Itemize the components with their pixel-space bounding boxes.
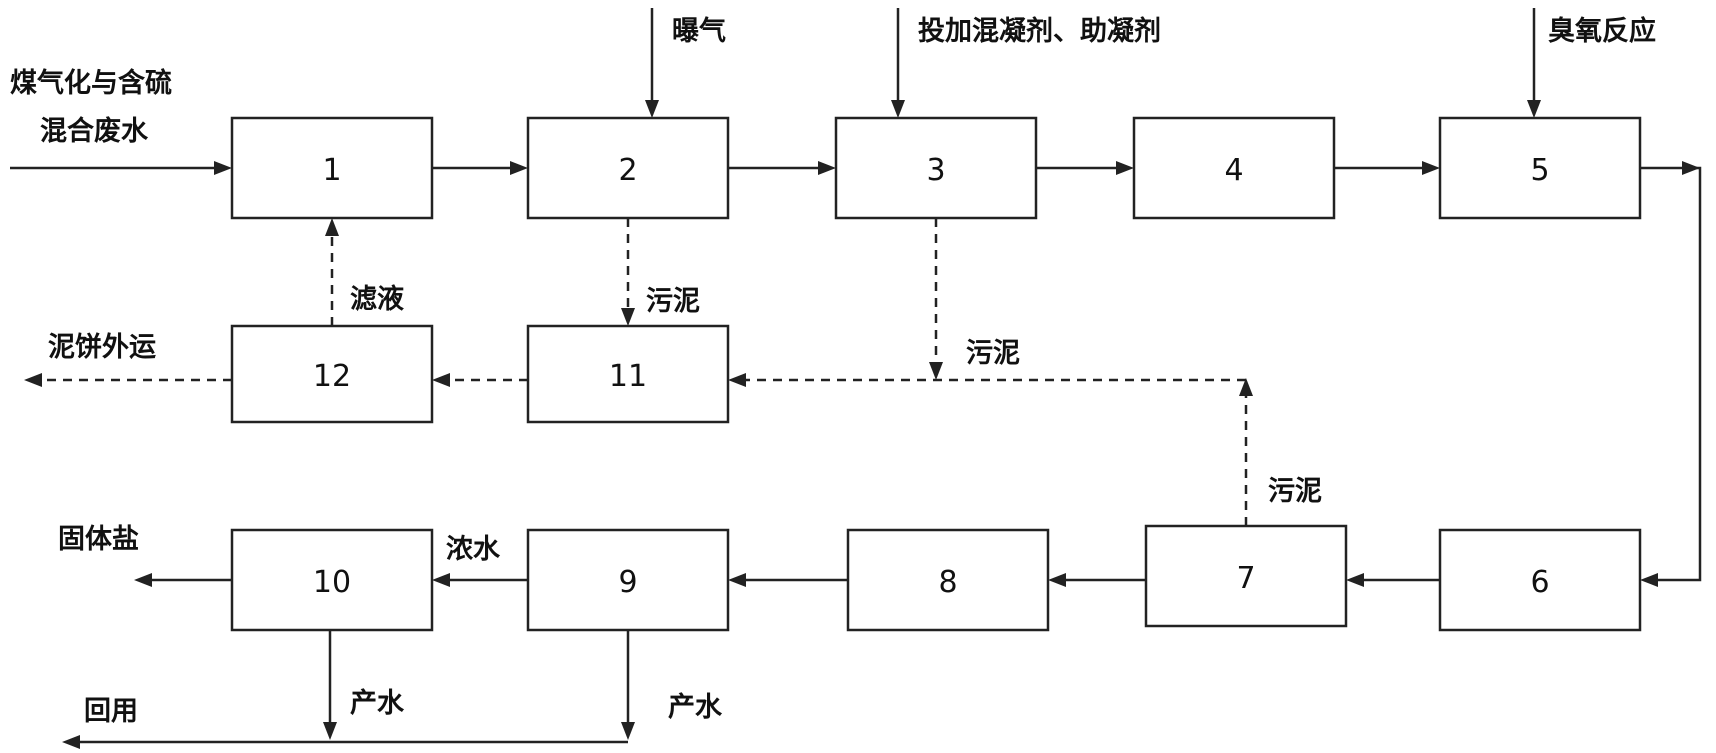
box-2: 2 [526,116,730,220]
box-12-label: 12 [313,359,351,394]
arrow-inlet-to-1 [10,161,232,175]
box-11-label: 11 [609,359,647,394]
solid-salt-label: 固体盐 [58,524,139,555]
box-8: 8 [846,528,1050,632]
inlet-label-line2: 混合废水 [40,115,149,147]
arrow-1-to-2 [432,161,528,175]
arrow-reuse [62,735,628,749]
reuse-label: 回用 [84,696,138,727]
arrow-5-to-6 [1640,161,1702,587]
arrow-aeration-to-2 [645,8,659,118]
aeration-label: 曝气 [672,16,726,47]
box-1: 1 [230,116,434,220]
box-4-label: 4 [1224,153,1243,188]
box-4: 4 [1132,116,1336,220]
ozone-label: 臭氧反应 [1548,15,1656,47]
arrow-6-to-7 [1346,573,1440,587]
box-1-label: 1 [322,153,341,188]
box-5-label: 5 [1530,153,1549,188]
filtrate-label: 滤液 [350,284,404,315]
sludge-label-2: 污泥 [646,286,700,317]
arrow-9-product-water [621,630,635,740]
box-2-label: 2 [618,153,637,188]
sludge-label-7: 污泥 [1268,476,1322,507]
box-6: 6 [1438,528,1642,632]
box-7: 7 [1144,524,1348,628]
arrow-10-product-water [323,630,337,740]
inlet-label-line1: 煤气化与含硫 [10,67,172,99]
arrow-coagulant-to-3 [891,8,905,118]
arrow-4-to-5 [1334,161,1440,175]
box-10: 10 [230,528,434,632]
box-9: 9 [526,528,730,632]
box-12: 12 [230,324,434,424]
sludge-label-3: 污泥 [966,338,1020,369]
concentrate-label: 浓水 [446,534,501,565]
cake-out-label: 泥饼外运 [48,332,156,363]
box-3: 3 [834,116,1038,220]
box-9-label: 9 [618,565,637,600]
arrow-2-to-3 [728,161,836,175]
dashed-7-up [1239,378,1253,526]
coagulant-label: 投加混凝剂、助凝剂 [918,16,1161,47]
arrow-10-to-solid-salt [134,573,232,587]
box-7-label: 7 [1236,561,1255,596]
arrow-ozone-to-5 [1527,8,1541,118]
box-8-label: 8 [938,565,957,600]
dashed-to-11 [728,373,1246,387]
dashed-12-to-1 [325,218,339,326]
arrow-3-to-4 [1036,161,1134,175]
product-water-label-10: 产水 [350,688,405,719]
dashed-12-to-cake-out [24,373,232,387]
box-10-label: 10 [313,565,351,600]
dashed-11-to-12 [432,373,528,387]
box-6-label: 6 [1530,565,1549,600]
product-water-label-9: 产水 [668,692,723,723]
arrow-9-to-10 [432,573,528,587]
arrow-8-to-9 [728,573,848,587]
box-11: 11 [526,324,730,424]
box-3-label: 3 [926,153,945,188]
arrow-7-to-8 [1048,573,1146,587]
dashed-2-to-11 [621,218,635,326]
dashed-3-down [929,218,943,380]
box-5: 5 [1438,116,1642,220]
